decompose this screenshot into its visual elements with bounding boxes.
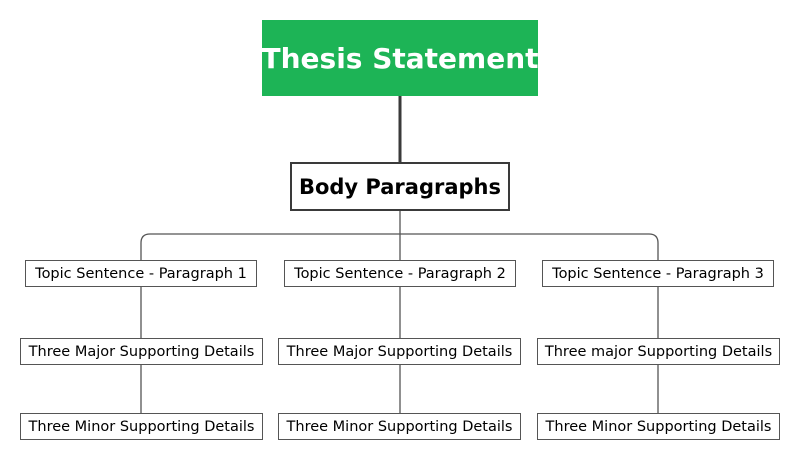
topic-sentence-node-1[interactable]: Topic Sentence - Paragraph 1 bbox=[25, 260, 257, 287]
major-details-node-1[interactable]: Three Major Supporting Details bbox=[20, 338, 263, 365]
major-details-node-3[interactable]: Three major Supporting Details bbox=[537, 338, 780, 365]
thesis-statement-label: Thesis Statement bbox=[261, 41, 539, 75]
topic-sentence-label-1: Topic Sentence - Paragraph 1 bbox=[35, 265, 247, 282]
minor-details-label-2: Three Minor Supporting Details bbox=[286, 418, 513, 435]
topic-sentence-node-3[interactable]: Topic Sentence - Paragraph 3 bbox=[542, 260, 774, 287]
minor-details-node-3[interactable]: Three Minor Supporting Details bbox=[537, 413, 780, 440]
body-paragraphs-label: Body Paragraphs bbox=[298, 174, 502, 199]
topic-sentence-label-3: Topic Sentence - Paragraph 3 bbox=[552, 265, 764, 282]
minor-details-node-2[interactable]: Three Minor Supporting Details bbox=[278, 413, 521, 440]
thesis-statement-node[interactable]: Thesis Statement bbox=[261, 20, 539, 96]
minor-details-label-3: Three Minor Supporting Details bbox=[545, 418, 772, 435]
major-details-node-2[interactable]: Three Major Supporting Details bbox=[278, 338, 521, 365]
body-paragraphs-node[interactable]: Body Paragraphs bbox=[290, 162, 510, 211]
minor-details-node-1[interactable]: Three Minor Supporting Details bbox=[20, 413, 263, 440]
minor-details-label-1: Three Minor Supporting Details bbox=[28, 418, 255, 435]
major-details-label-3: Three major Supporting Details bbox=[544, 343, 773, 360]
major-details-label-1: Three Major Supporting Details bbox=[28, 343, 255, 360]
topic-sentence-label-2: Topic Sentence - Paragraph 2 bbox=[294, 265, 506, 282]
topic-sentence-node-2[interactable]: Topic Sentence - Paragraph 2 bbox=[284, 260, 516, 287]
major-details-label-2: Three Major Supporting Details bbox=[286, 343, 513, 360]
